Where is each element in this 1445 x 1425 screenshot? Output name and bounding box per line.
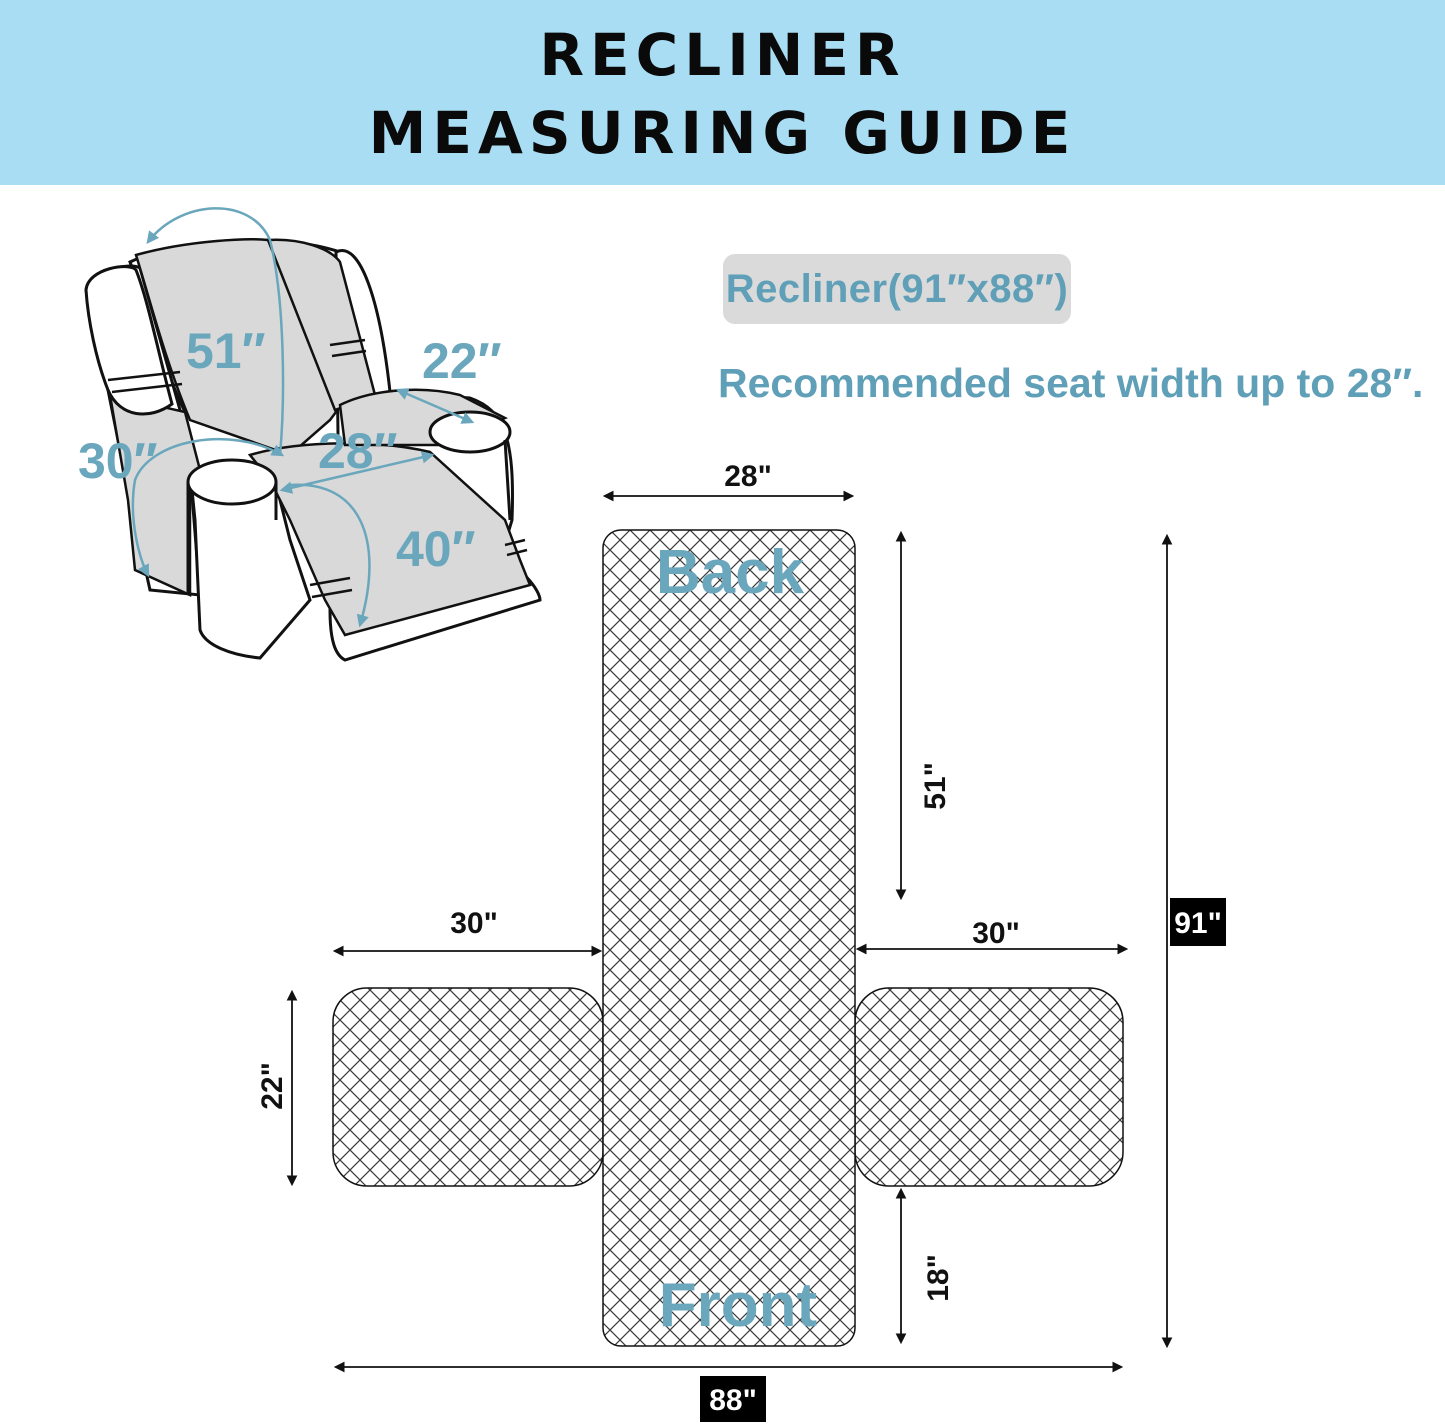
chair-label-40: 40″	[396, 521, 476, 577]
dim-back-height: 51"	[919, 762, 952, 810]
cover-layout: Back Front	[332, 529, 1124, 1347]
total-height-label: 91"	[1174, 907, 1222, 940]
chair-label-28: 28″	[318, 423, 398, 479]
total-height-badge	[1170, 898, 1226, 946]
total-width-badge	[700, 1376, 766, 1422]
back-label: Back	[656, 538, 805, 607]
dimension-lines	[286, 490, 1173, 1373]
dim-top-width: 28"	[724, 460, 772, 493]
header-banner: RECLINER MEASURING GUIDE	[0, 0, 1445, 185]
left-wing	[332, 987, 604, 1187]
center-panel	[602, 529, 856, 1347]
dim-wing-height: 22"	[256, 1062, 289, 1110]
chair-label-30: 30″	[78, 433, 158, 489]
dim-front-height: 18"	[922, 1254, 955, 1302]
right-wing	[854, 987, 1124, 1187]
front-label: Front	[659, 1271, 817, 1340]
title-line-2: MEASURING GUIDE	[368, 99, 1077, 167]
chair-label-51: 51″	[186, 323, 266, 379]
total-width-label: 88"	[709, 1384, 757, 1417]
dim-left-wing: 30"	[450, 907, 498, 940]
size-badge: Recliner(91″x88″)	[723, 254, 1071, 324]
seat-width-recommendation: Recommended seat width up to 28″.	[718, 360, 1424, 406]
dim-right-wing: 30"	[972, 917, 1020, 950]
title-line-1: RECLINER	[539, 21, 906, 89]
chair-label-22: 22″	[422, 333, 502, 389]
recliner-illustration: 51″ 22″ 30″ 28″ 40″	[78, 207, 542, 662]
